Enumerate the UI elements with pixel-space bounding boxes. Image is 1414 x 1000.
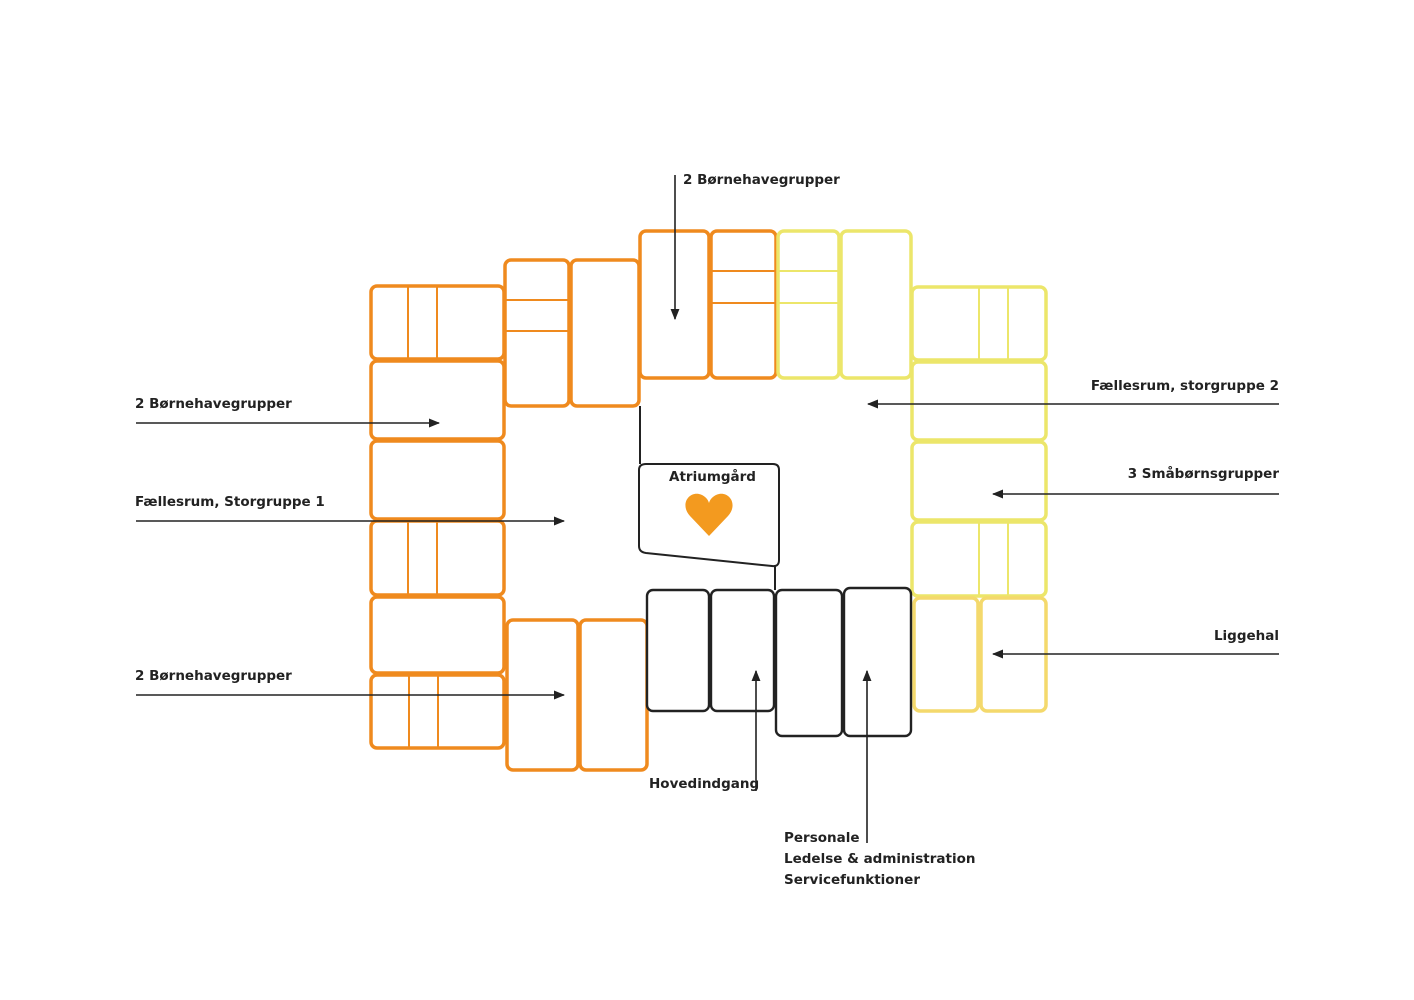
room-kindergarten xyxy=(578,618,649,772)
room-kindergarten xyxy=(369,439,506,521)
room-kindergarten xyxy=(503,258,571,408)
heart-icon xyxy=(685,493,733,536)
room-service xyxy=(645,588,711,713)
room-rest_hall xyxy=(912,596,980,713)
room-service xyxy=(774,588,844,738)
room-kindergarten xyxy=(369,595,506,675)
atrium-courtyard xyxy=(638,406,780,590)
room-nursery xyxy=(910,360,1048,442)
room-kindergarten xyxy=(709,229,778,380)
label-rest-hall: Liggehal xyxy=(1213,628,1279,644)
room-nursery xyxy=(776,229,841,380)
label-main-entrance: Hovedindgang xyxy=(649,776,760,792)
label-staff: Personale xyxy=(784,830,860,846)
label-administration: Ledelse & administration xyxy=(784,851,976,867)
room-nursery xyxy=(910,440,1048,522)
room-service xyxy=(709,588,776,713)
label-left-bottom-group: 2 Børnehavegrupper xyxy=(135,668,292,684)
room-service xyxy=(842,586,913,738)
label-common-room-2: Fællesrum, storgruppe 2 xyxy=(1090,378,1279,394)
label-left-top-group: 2 Børnehavegrupper xyxy=(135,396,292,412)
label-service: Servicefunktioner xyxy=(784,872,920,888)
label-top-group: 2 Børnehavegrupper xyxy=(683,172,840,188)
room-kindergarten xyxy=(369,359,506,441)
label-common-room-1: Fællesrum, Storgruppe 1 xyxy=(135,494,325,510)
label-nursery-groups: 3 Småbørnsgrupper xyxy=(1127,466,1279,482)
label-atrium: Atriumgård xyxy=(669,469,756,485)
room-kindergarten xyxy=(569,258,641,408)
room-nursery xyxy=(839,229,913,380)
